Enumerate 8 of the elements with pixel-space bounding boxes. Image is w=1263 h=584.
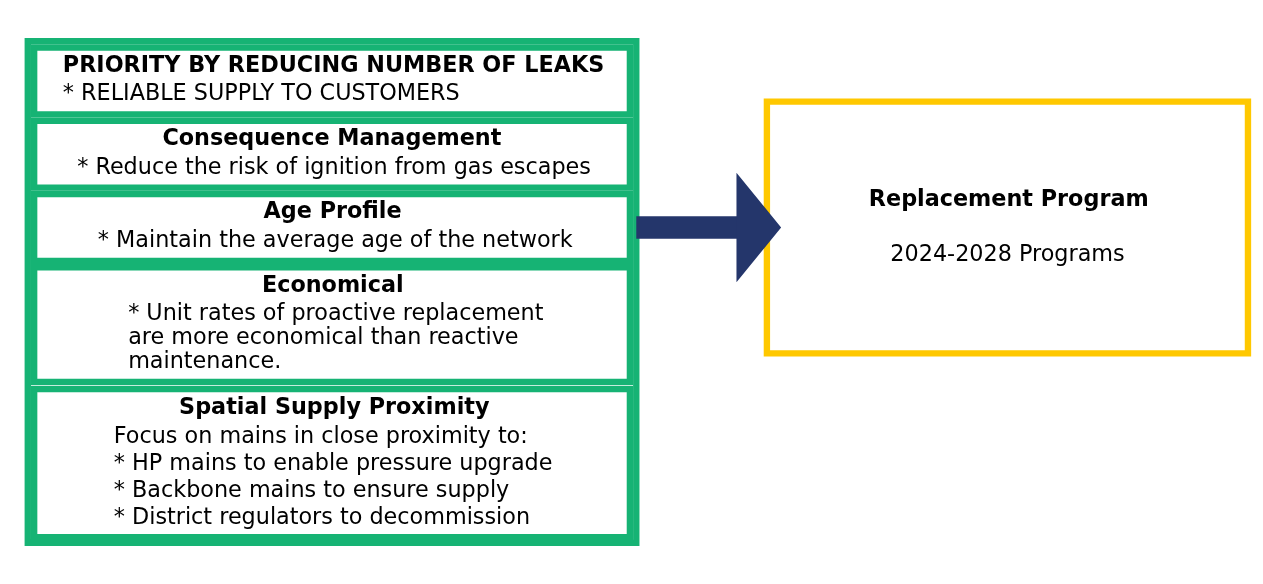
- arrow: [636, 172, 782, 283]
- node-box: Age Profile * Maintain the average age of the network: [30, 190, 634, 265]
- node-box: Consequence Management * Reduce the risk of ignition from gas escapes: [30, 117, 634, 191]
- node-box: Replacement Program 2024-2028 Programs: [763, 98, 1252, 357]
- cluster: [24, 37, 640, 547]
- node-box: Spatial Supply Proximity Focus on mains in close proximity to: * HP mains to enable pressure upgrade * Backbone mains to ensure supply * District regulators to decommission: [30, 386, 634, 541]
- node-box: Economical * Unit rates of proactive replacement are more economical than reactive maintenance.: [30, 264, 634, 386]
- node-box: PRIORITY BY REDUCING NUMBER OF LEAKS * RELIABLE SUPPLY TO CUSTOMERS: [30, 44, 634, 118]
